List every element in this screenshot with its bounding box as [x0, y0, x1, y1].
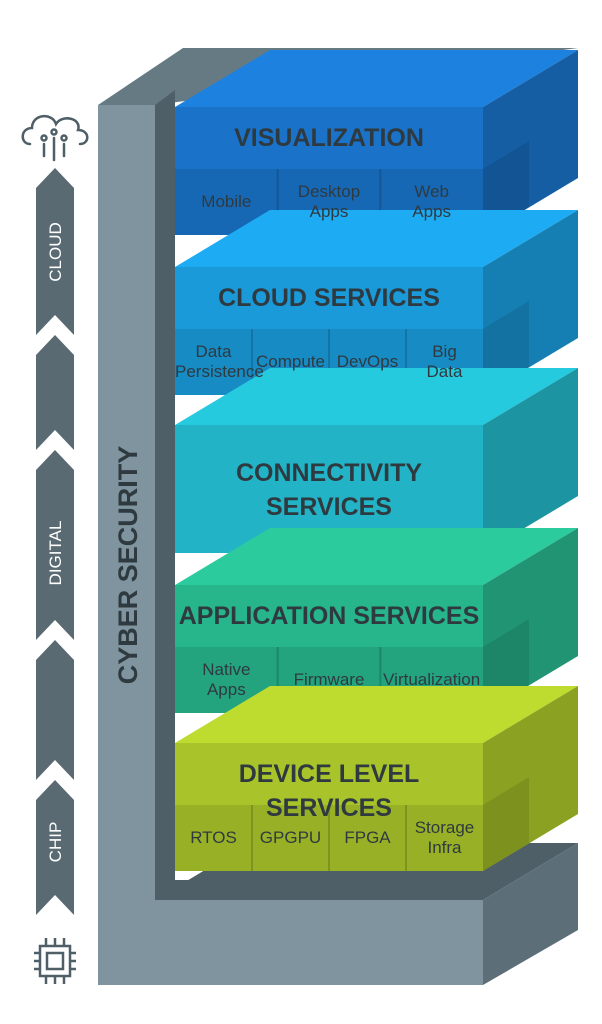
cyber-security-label: CYBER SECURITY — [113, 446, 143, 685]
layer-top-face — [175, 686, 578, 743]
layer-title: VISUALIZATION — [234, 124, 424, 152]
layer-item-label: Mobile — [201, 192, 252, 211]
chevron-arrow — [36, 168, 74, 335]
frame-base-side — [483, 843, 578, 985]
layer-item-label: GPGPU — [259, 828, 322, 847]
frame-inner-shadow — [155, 90, 175, 900]
frame-base-front — [98, 900, 483, 985]
layer-item-label: Desktop Apps — [297, 182, 361, 221]
chevron-arrow — [36, 640, 74, 780]
layer-item-label: Firmware — [293, 670, 365, 689]
layer-item-label: Big Data — [426, 342, 463, 381]
layer-item-label: Web Apps — [412, 182, 452, 221]
layer-title: APPLICATION SERVICES — [178, 602, 480, 630]
chevron-arrow — [36, 450, 74, 640]
layer-item-label: DevOps — [336, 352, 399, 371]
layer-top-face — [175, 528, 578, 585]
layer-front-face — [175, 425, 483, 553]
layer-top-face — [175, 368, 578, 425]
layer-top-face — [175, 50, 578, 107]
layer-item-label: Storage Infra — [414, 818, 475, 857]
chevron-arrow — [36, 335, 74, 450]
layer-items-side — [483, 777, 529, 871]
layer-side-face — [483, 368, 578, 553]
layer-item-label: Virtualization — [383, 670, 481, 689]
layer-item-label: Native Apps — [202, 660, 251, 699]
layer-title: CONNECTIVITY SERVICES — [235, 459, 423, 521]
chevron-label: CLOUD — [46, 222, 65, 282]
layer-item-label: RTOS — [190, 828, 237, 847]
chevron-arrow — [36, 780, 74, 915]
cloud-circuit-icon — [21, 115, 89, 162]
layer-item-label: Data Persistence — [175, 342, 264, 381]
chevron-label: DIGITAL — [46, 521, 65, 586]
layer-title: DEVICE LEVEL SERVICES — [238, 760, 420, 822]
layer-item-label: FPGA — [344, 828, 391, 847]
layer-title: CLOUD SERVICES — [218, 284, 440, 312]
layer-item-label: Compute — [256, 352, 325, 371]
chip-icon — [34, 938, 76, 984]
layer-top-face — [175, 210, 578, 267]
frame-base-top-strip — [155, 880, 483, 900]
frame-side-bar — [98, 105, 155, 900]
chevron-label: CHIP — [46, 822, 65, 863]
